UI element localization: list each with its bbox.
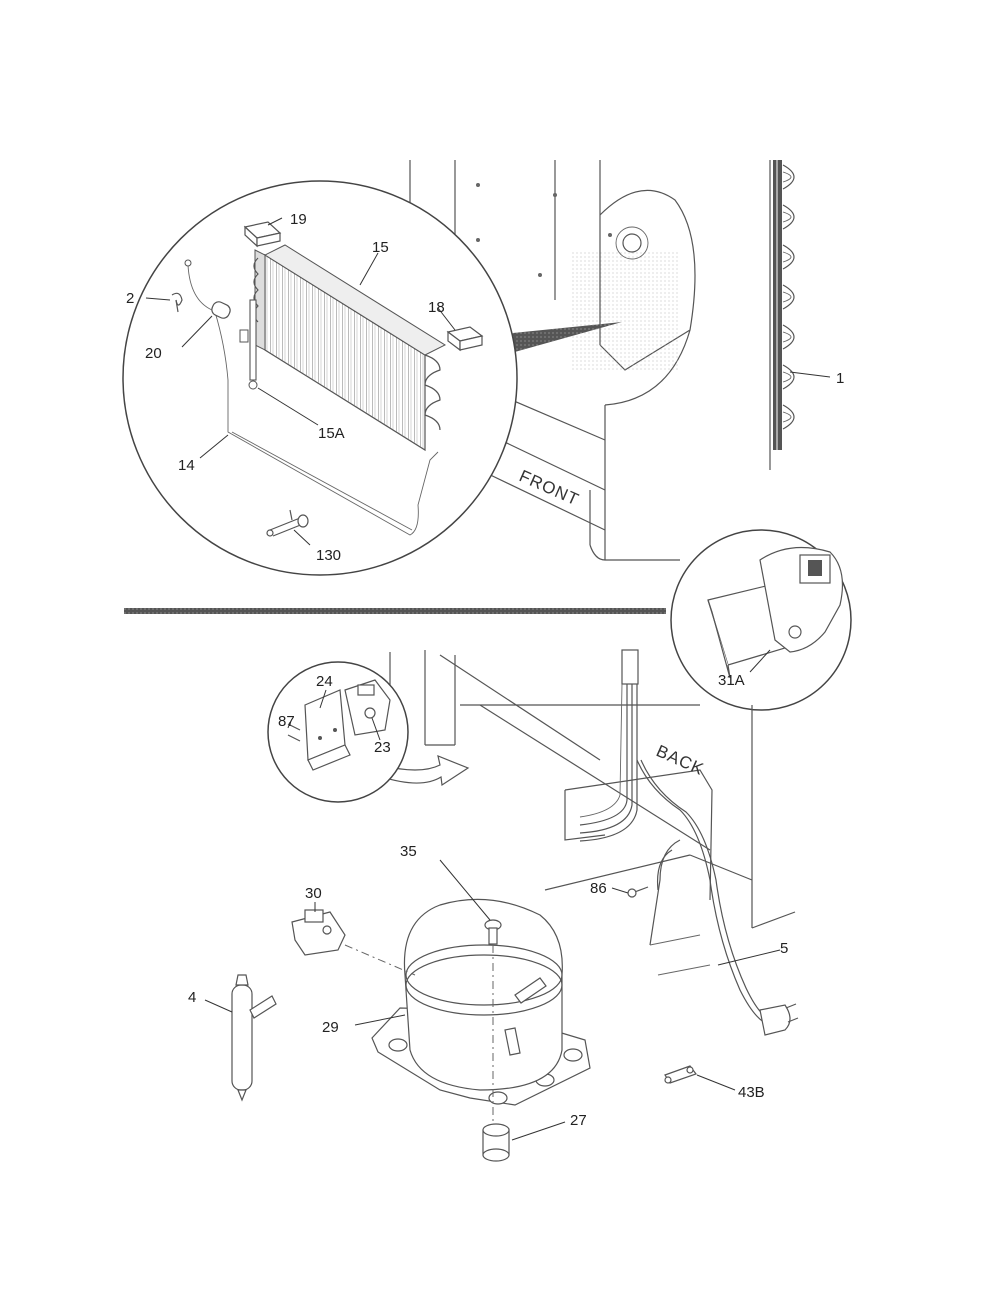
evaporator-inset [122, 180, 518, 576]
label-part-29: 29 [322, 1019, 339, 1036]
power-cord [636, 759, 799, 1036]
relay-inset [670, 529, 852, 711]
block-18 [446, 326, 484, 352]
defrost-thermostat [184, 259, 231, 319]
grommet-27 [482, 1121, 566, 1162]
label-part-31a: 31A [718, 672, 745, 689]
screws-87 [287, 723, 301, 742]
relay-31a [707, 546, 843, 679]
screw-86 [611, 886, 649, 898]
label-part-86: 86 [590, 880, 607, 897]
section-divider [124, 608, 666, 614]
cabinet-lower [389, 649, 799, 1036]
label-part-24: 24 [316, 673, 333, 690]
label-part-87: 87 [278, 713, 295, 730]
label-part-23: 23 [374, 739, 391, 756]
mount-bracket [304, 689, 351, 771]
label-part-35: 35 [400, 843, 417, 860]
defrost-heater [239, 299, 258, 390]
label-part-2: 2 [126, 290, 134, 307]
label-part-19: 19 [290, 211, 307, 228]
label-part-5: 5 [780, 940, 788, 957]
screw-35 [439, 859, 502, 1130]
block-19 [243, 221, 282, 248]
label-part-43b: 43B [738, 1084, 765, 1101]
cabinet-upper [409, 160, 771, 561]
condenser-coil [773, 160, 795, 450]
compressor [371, 898, 591, 1106]
part-130 [266, 509, 309, 537]
clip [171, 292, 183, 313]
filter-drier [204, 974, 277, 1102]
label-part-15a: 15A [318, 425, 345, 442]
label-part-15: 15 [372, 239, 389, 256]
relay-30 [291, 902, 416, 976]
label-part-4: 4 [188, 989, 196, 1006]
label-part-30: 30 [305, 885, 322, 902]
heater-wire [214, 311, 439, 536]
evaporator-coil [253, 244, 447, 452]
pointer-arrow [375, 755, 470, 787]
label-part-20: 20 [145, 345, 162, 362]
relay-23 [344, 679, 391, 736]
label-part-27: 27 [570, 1112, 587, 1129]
label-part-18: 18 [428, 299, 445, 316]
label-part-130: 130 [316, 547, 341, 564]
clip-43b [664, 1065, 736, 1091]
label-part-1: 1 [836, 370, 844, 387]
label-part-14: 14 [178, 457, 195, 474]
relay-mount-inset [267, 661, 409, 803]
